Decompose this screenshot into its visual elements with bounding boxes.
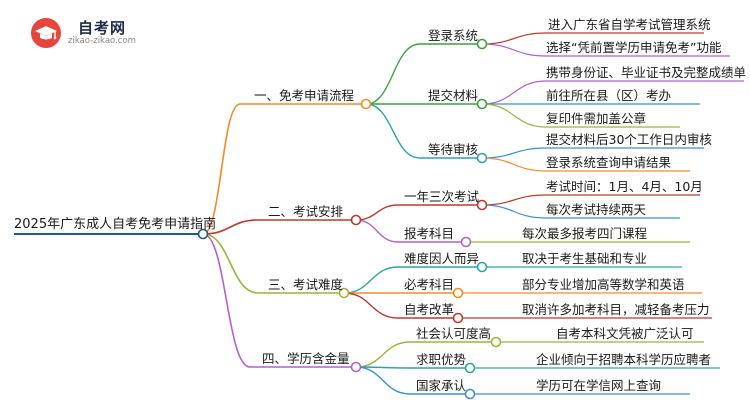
branch-node	[350, 214, 362, 226]
sub-label-subjects: 报考科目	[404, 226, 455, 241]
sub-node	[452, 312, 464, 324]
branch-label-value: 四、学历含金量	[262, 351, 350, 366]
sub-connector	[355, 341, 411, 368]
graduation-cap-icon	[31, 18, 61, 48]
sub-node	[452, 287, 464, 299]
leaf-label: 取决于考生基础和专业	[522, 251, 648, 266]
sub-label-national: 国家承认	[416, 378, 467, 393]
root-node	[197, 228, 209, 240]
sub-connector	[343, 292, 399, 319]
sub-node	[460, 236, 472, 248]
branch-connector	[202, 233, 251, 368]
sub-label-submit: 提交材料	[428, 88, 479, 103]
branch-node	[360, 98, 372, 110]
sub-node	[464, 362, 476, 374]
branch-label-process: 一、免考申请流程	[254, 88, 355, 103]
leaf-connector	[481, 32, 547, 45]
leaf-connector	[481, 204, 547, 219]
leaf-label: 企业倾向于招聘本科学历应聘者	[536, 352, 712, 367]
sub-node	[476, 199, 488, 211]
leaf-label: 每次最多报考四门课程	[522, 226, 648, 241]
sub-label-recognition: 社会认可度高	[416, 326, 492, 341]
branch-connector	[202, 219, 259, 235]
sub-label-login: 登录系统	[428, 28, 479, 43]
leaf-connector	[481, 80, 547, 105]
leaf-label: 考试时间：1月、4月、10月	[546, 179, 703, 194]
root-node-label: 2025年广东成人自考免考申请指南	[14, 217, 217, 232]
leaf-label: 携带身份证、毕业证书及完整成绩单	[546, 65, 747, 80]
sub-connector	[355, 366, 411, 395]
sub-connector	[365, 43, 421, 105]
leaf-connector	[481, 147, 547, 159]
leaf-label: 进入广东省自学考试管理系统	[548, 17, 711, 32]
branch-label-schedule: 二、考试安排	[268, 204, 344, 219]
leaf-connector	[481, 157, 547, 172]
leaf-label: 自考本科文凭被广泛认可	[556, 326, 694, 341]
branch-node	[350, 361, 362, 373]
sub-label-three-exams: 一年三次考试	[404, 189, 480, 204]
site-logo: 自考网 zikao-zikao.com	[30, 14, 190, 54]
leaf-label: 登录系统查询申请结果	[546, 155, 672, 170]
logo-name: 自考网	[78, 19, 127, 37]
sub-label-reform: 自考改革	[404, 302, 455, 317]
sub-node	[490, 336, 502, 348]
leaf-connector	[481, 103, 547, 128]
sub-label-review: 等待审核	[428, 142, 479, 157]
branch-node	[338, 287, 350, 299]
sub-connector	[365, 103, 421, 159]
sub-connector	[355, 204, 399, 221]
leaf-label: 每次考试持续两天	[546, 202, 647, 217]
branch-label-difficulty: 三、考试难度	[268, 277, 344, 292]
leaf-connector	[481, 43, 547, 57]
leaf-connector	[481, 194, 547, 206]
sub-label-job-advantage: 求职优势	[416, 352, 467, 367]
sub-node	[476, 261, 488, 273]
branch-connector	[202, 233, 259, 294]
leaf-label: 前往所在县（区）考办	[546, 88, 672, 103]
leaf-label: 复印件需加盖公章	[546, 111, 647, 126]
leaf-label: 选择“凭前置学历申请免考”功能	[546, 40, 722, 55]
leaf-label: 取消许多加考科目，减轻备考压力	[522, 302, 710, 317]
sub-node	[476, 98, 488, 110]
branch-connector	[202, 103, 241, 235]
logo-url: zikao-zikao.com	[68, 36, 136, 46]
sub-node	[476, 38, 488, 50]
sub-node	[476, 152, 488, 164]
leaf-label: 部分专业增加高等数学和英语	[522, 277, 685, 292]
sub-connector	[343, 266, 399, 294]
sub-label-required: 必考科目	[404, 277, 455, 292]
sub-connector	[355, 219, 399, 243]
sub-label-varies: 难度因人而异	[404, 251, 480, 266]
sub-node	[464, 388, 476, 400]
leaf-label: 学历可在学信网上查询	[536, 378, 662, 393]
leaf-label: 提交材料后30个工作日内审核	[546, 132, 712, 147]
